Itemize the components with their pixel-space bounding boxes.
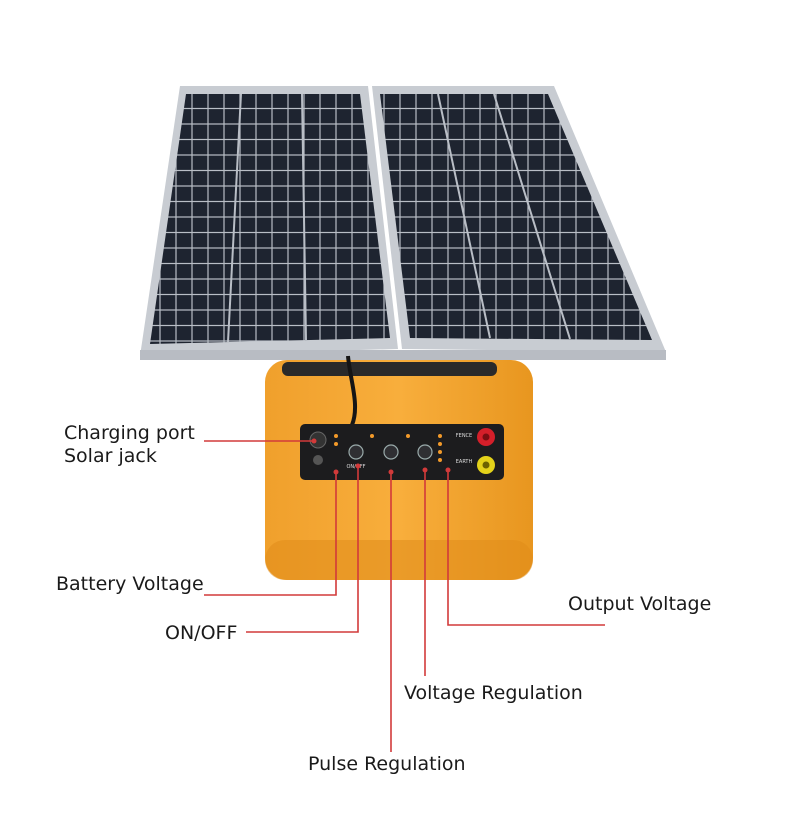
panel-earth-text: EARTH — [456, 459, 473, 465]
solar-panel-right — [372, 86, 666, 352]
callout-output-voltage: Output Voltage — [568, 593, 712, 615]
callout-solar-jack: Solar jack — [64, 445, 157, 467]
panel-fence-text: FENCE — [456, 433, 472, 439]
solar-jack[interactable] — [309, 431, 327, 449]
callout-charging-port: Charging port — [64, 422, 195, 444]
callout-on-off: ON/OFF — [165, 622, 238, 644]
callout-voltage-regulation: Voltage Regulation — [404, 682, 583, 704]
power-button[interactable] — [348, 444, 364, 460]
solar-panel-left — [140, 86, 398, 356]
voltage-knob[interactable] — [417, 444, 433, 460]
panel-base-frame — [140, 350, 666, 360]
callout-pulse-regulation: Pulse Regulation — [308, 753, 466, 775]
pulse-knob[interactable] — [383, 444, 399, 460]
callout-battery-voltage: Battery Voltage — [56, 573, 204, 595]
control-panel: ON/OFF FENCE EARTH — [300, 424, 504, 480]
leader-lines — [204, 440, 605, 752]
